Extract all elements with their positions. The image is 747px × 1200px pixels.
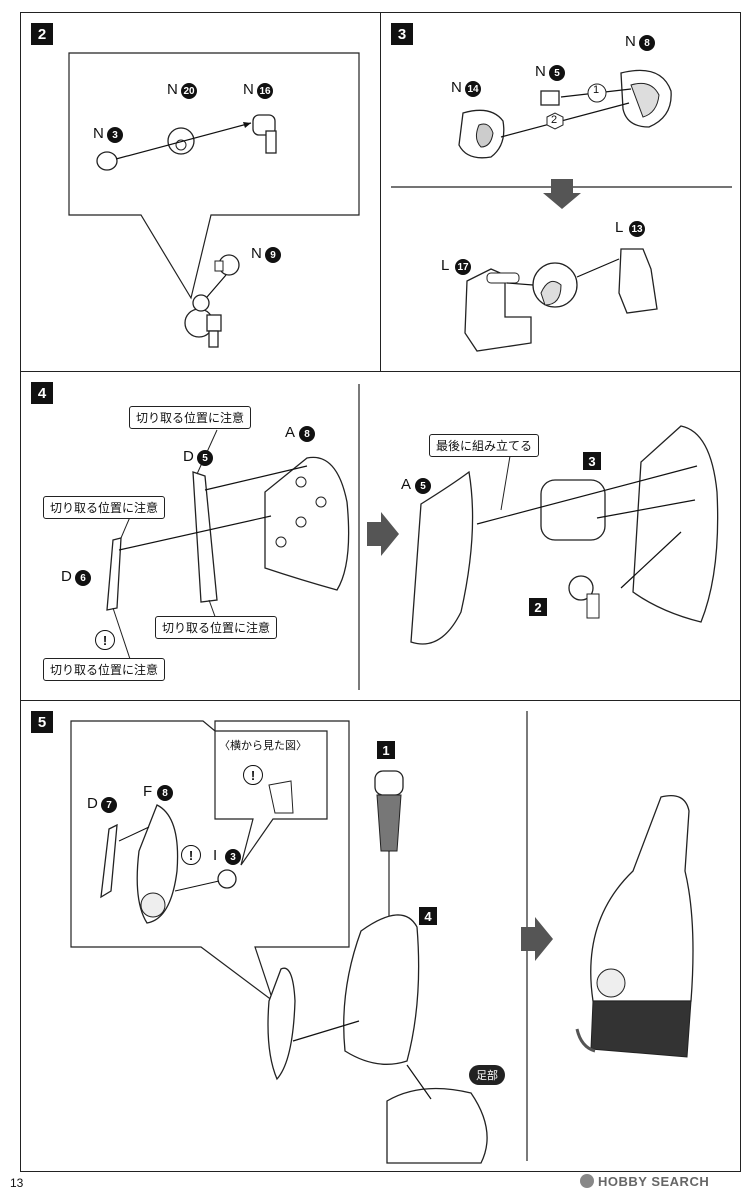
step3-drawing xyxy=(391,69,732,352)
warning-icon: ! xyxy=(95,630,115,650)
num-a8: 8 xyxy=(299,426,315,442)
ref-step-3: 3 xyxy=(583,452,601,470)
num-d7: 7 xyxy=(101,797,117,813)
step-number: 3 xyxy=(391,23,413,45)
num-a5: 5 xyxy=(415,478,431,494)
num-d6: 6 xyxy=(75,570,91,586)
step-number: 2 xyxy=(31,23,53,45)
label-n3: N xyxy=(93,125,104,142)
label-d6: D xyxy=(61,568,72,585)
warning-icon: ! xyxy=(243,765,263,785)
label-n9: N xyxy=(251,245,262,262)
ref-step-1: 1 xyxy=(377,741,395,759)
order-2: 2 xyxy=(551,114,558,126)
assemble-last-note: 最後に組み立てる xyxy=(429,434,540,457)
num-n3: 3 xyxy=(107,127,123,143)
label-a5: A xyxy=(401,476,412,493)
label-l17: L xyxy=(441,257,450,274)
panel-step-3: 3 N 8 N 14 N 5 1 2 L 17 L 13 xyxy=(380,12,741,372)
ref-step-2: 2 xyxy=(529,598,547,616)
num-n14: 14 xyxy=(465,81,481,97)
num-l17: 17 xyxy=(455,259,471,275)
label-i3: I xyxy=(213,847,218,864)
panel-step-2: 2 N 20 N 16 N 3 N 9 xyxy=(20,12,381,372)
label-a8: A xyxy=(285,424,296,441)
num-n5: 5 xyxy=(549,65,565,81)
step2-drawing xyxy=(68,52,360,348)
warning-icon: ! xyxy=(181,845,201,865)
label-d5: D xyxy=(183,448,194,465)
label-n20: N xyxy=(167,81,178,98)
num-f8: 8 xyxy=(157,785,173,801)
panel-step-4: 4 A 8 D 5 D 6 切り取る位置 xyxy=(20,371,741,701)
label-n8: N xyxy=(625,33,636,50)
step4-drawing xyxy=(106,384,719,690)
cut-position-note-top: 切り取る位置に注意 xyxy=(129,406,252,429)
label-f8: F xyxy=(143,783,153,800)
panel-step-5: 5 D 7 F 8 I xyxy=(20,700,741,1172)
ref-step-4: 4 xyxy=(419,907,437,925)
cut-position-note-bottom-left: 切り取る位置に注意 xyxy=(43,658,166,681)
step-number: 4 xyxy=(31,382,53,404)
num-d5: 5 xyxy=(197,450,213,466)
page-number: 13 xyxy=(10,1176,24,1190)
num-n16: 16 xyxy=(257,83,273,99)
num-l13: 13 xyxy=(629,221,645,237)
num-n20: 20 xyxy=(181,83,197,99)
label-n5: N xyxy=(535,63,546,80)
watermark: HOBBY SEARCH xyxy=(598,1174,710,1189)
side-view-caption: 〈横から見た図〉 xyxy=(219,740,307,752)
step-number: 5 xyxy=(31,711,53,733)
label-n14: N xyxy=(451,79,462,96)
step5-drawing xyxy=(70,711,694,1164)
order-1: 1 xyxy=(593,84,600,96)
cut-position-note-left: 切り取る位置に注意 xyxy=(43,496,166,519)
label-l13: L xyxy=(615,219,624,236)
num-n9: 9 xyxy=(265,247,281,263)
num-i3: 3 xyxy=(225,849,241,865)
label-n16: N xyxy=(243,81,254,98)
num-n8: 8 xyxy=(639,35,655,51)
foot-part-label: 足部 xyxy=(469,1065,505,1085)
label-d7: D xyxy=(87,795,98,812)
hobby-search-logo-icon xyxy=(580,1174,594,1188)
cut-position-note-bottom-right: 切り取る位置に注意 xyxy=(155,616,278,639)
